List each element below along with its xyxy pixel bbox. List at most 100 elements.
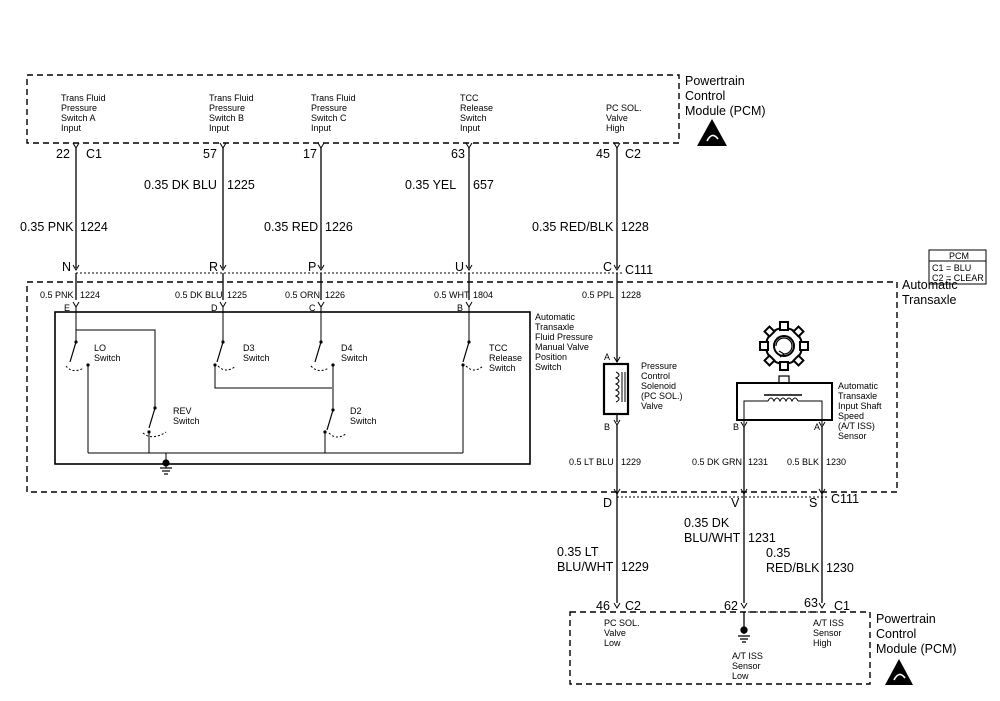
inner-wire-1224-color: 0.5 PNK <box>40 290 74 300</box>
svg-text:A/T ISS Sensor Low: A/T ISS Sensor Low <box>732 651 765 681</box>
pcm-input-c-3: Switch C <box>311 113 347 123</box>
pcm-input-tcc-4: Input <box>460 123 481 133</box>
iss-label-3: Input Shaft <box>838 401 882 411</box>
pcm-input-tcc-2: Release <box>460 103 493 113</box>
lower-wires <box>616 425 823 603</box>
pcm-top-title-1: Powertrain <box>685 74 745 88</box>
d2-switch-label-1: D2 <box>350 406 362 416</box>
svg-text:Trans Fluid Pressure S: Trans Fluid Pressure Switch C Input <box>311 93 358 133</box>
c111-pin-v: V <box>731 496 740 510</box>
pcm-bottom-title-1: Powertrain <box>876 612 936 626</box>
wire-1224-color: 0.35 PNK <box>20 220 74 234</box>
svg-text:PC SOL. Valve Low: PC SOL. Valve Low <box>604 618 642 648</box>
rev-switch-label-1: REV <box>173 406 192 416</box>
pcm-bottom-title-3: Module (PCM) <box>876 642 957 656</box>
tcc-release-switch <box>461 340 484 371</box>
pin-45: 45 <box>596 147 610 161</box>
pcm-input-c-4: Input <box>311 123 332 133</box>
c111-pin-r: R <box>209 260 218 274</box>
pcm-input-c-1: Trans Fluid <box>311 93 356 103</box>
svg-text:Automatic Transaxle Fl: Automatic Transaxle Fluid Pressure Manua… <box>535 312 596 372</box>
lower-wire-1231-circuit: 1231 <box>748 457 768 467</box>
inner-wires <box>75 273 618 362</box>
legend-c2: C2 = CLEAR <box>932 273 984 283</box>
wire-657-color: 0.35 YEL <box>405 178 456 192</box>
rev-switch <box>142 406 167 438</box>
pcm-input-b-2: Pressure <box>209 103 245 113</box>
pcm-input-a-1: Trans Fluid <box>61 93 106 103</box>
pcm-input-pcsol-3: High <box>606 123 625 133</box>
inner-wire-1224-circuit: 1224 <box>80 290 100 300</box>
c111-bottom-label: C111 <box>831 492 859 506</box>
svg-text:PC SOL. Valve High: PC SOL. Valve High <box>606 103 644 133</box>
pcm-top-terminals <box>72 142 621 149</box>
pcm-bottom-iss-high-2: Sensor <box>813 628 842 638</box>
switch-connector-chevrons <box>72 301 473 308</box>
pcm-input-a-2: Pressure <box>61 103 97 113</box>
wire-1225-circuit: 1225 <box>227 178 255 192</box>
iss-label-1: Automatic <box>838 381 879 391</box>
pc-sol-pin-b: B <box>604 422 610 432</box>
svg-text:LO Switch: LO Switch <box>94 343 121 363</box>
d4-switch-label-1: D4 <box>341 343 353 353</box>
d3-switch-label-1: D3 <box>243 343 255 353</box>
bottom-wire-1231-circuit: 1231 <box>748 531 776 545</box>
pcm-bottom-iss-high-1: A/T ISS <box>813 618 844 628</box>
esd-warning-icon-bottom <box>885 659 913 685</box>
wire-1226-color: 0.35 RED <box>264 220 318 234</box>
svg-text:Trans Fluid Pressure S: Trans Fluid Pressure Switch A Input <box>61 93 108 133</box>
svg-text:D4 Switch: D4 Switch <box>341 343 368 363</box>
c111-pin-p: P <box>308 260 316 274</box>
pcm-input-pcsol-2: Valve <box>606 113 628 123</box>
lower-wire-1230-color: 0.5 BLK <box>787 457 819 467</box>
transaxle-title-2: Transaxle <box>902 293 956 307</box>
conn-c1-top: C1 <box>86 147 102 161</box>
svg-text:TCC Release Switch: TCC Release Switch <box>489 343 525 373</box>
switch-internal-wiring <box>75 307 470 468</box>
switch-assembly-title-3: Fluid Pressure <box>535 332 593 342</box>
bottom-wire-1229-color-2: BLU/WHT <box>557 560 614 574</box>
switch-pin-e: E <box>64 303 70 313</box>
d4-switch <box>310 340 335 372</box>
d3-switch <box>213 340 237 371</box>
switch-pin-d: D <box>211 303 218 313</box>
d4-switch-label-2: Switch <box>341 353 368 363</box>
svg-text:0.35 RED/BLK: 0.35 RED/BLK <box>766 546 820 575</box>
d3-switch-label-2: Switch <box>243 353 270 363</box>
bottom-wire-1231-color-1: 0.35 DK <box>684 516 730 530</box>
switch-assembly-title-2: Transaxle <box>535 322 574 332</box>
legend-c1: C1 = BLU <box>932 263 971 273</box>
pin-63-bottom: 63 <box>804 596 818 610</box>
top-wires <box>75 148 618 268</box>
iss-label-6: Sensor <box>838 431 867 441</box>
switch-ground-icon <box>160 459 172 475</box>
pin-46: 46 <box>596 599 610 613</box>
switch-pin-c: C <box>309 303 316 313</box>
transaxle-title-1: Automatic <box>902 278 958 292</box>
lower-wire-1230-circuit: 1230 <box>826 457 846 467</box>
lower-wire-1231-color: 0.5 DK GRN <box>692 457 742 467</box>
pc-sol-label-1: Pressure <box>641 361 677 371</box>
pcm-bottom-iss-low-2: Sensor <box>732 661 761 671</box>
bottom-wire-1230-color-2: RED/BLK <box>766 561 820 575</box>
switch-pin-b: B <box>457 303 463 313</box>
switch-assembly-title-4: Manual Valve <box>535 342 589 352</box>
svg-text:0.35 LT BLU/WHT: 0.35 LT BLU/WHT <box>557 545 614 574</box>
pcm-input-a-4: Input <box>61 123 82 133</box>
wire-1224-circuit: 1224 <box>80 220 108 234</box>
pin-22: 22 <box>56 147 70 161</box>
conn-c1-bottom: C1 <box>834 599 850 613</box>
svg-text:Automatic Transaxle: Automatic Transaxle <box>902 278 961 307</box>
pcm-input-pcsol-1: PC SOL. <box>606 103 642 113</box>
inner-wire-1226-circuit: 1226 <box>325 290 345 300</box>
c111-bottom-chevrons <box>613 488 826 495</box>
pcm-top-box <box>26 74 680 144</box>
pcm-input-tcc-1: TCC <box>460 93 479 103</box>
svg-text:0.35 DK BLU/WHT: 0.35 DK BLU/WHT <box>684 516 741 545</box>
esd-warning-icon <box>697 119 727 146</box>
pin-17: 17 <box>303 147 317 161</box>
lower-wire-1229-circuit: 1229 <box>621 457 641 467</box>
pcm-bottom-iss-low-1: A/T ISS <box>732 651 763 661</box>
pcm-bottom-pcsol-2: Valve <box>604 628 626 638</box>
lo-switch-label-1: LO <box>94 343 106 353</box>
